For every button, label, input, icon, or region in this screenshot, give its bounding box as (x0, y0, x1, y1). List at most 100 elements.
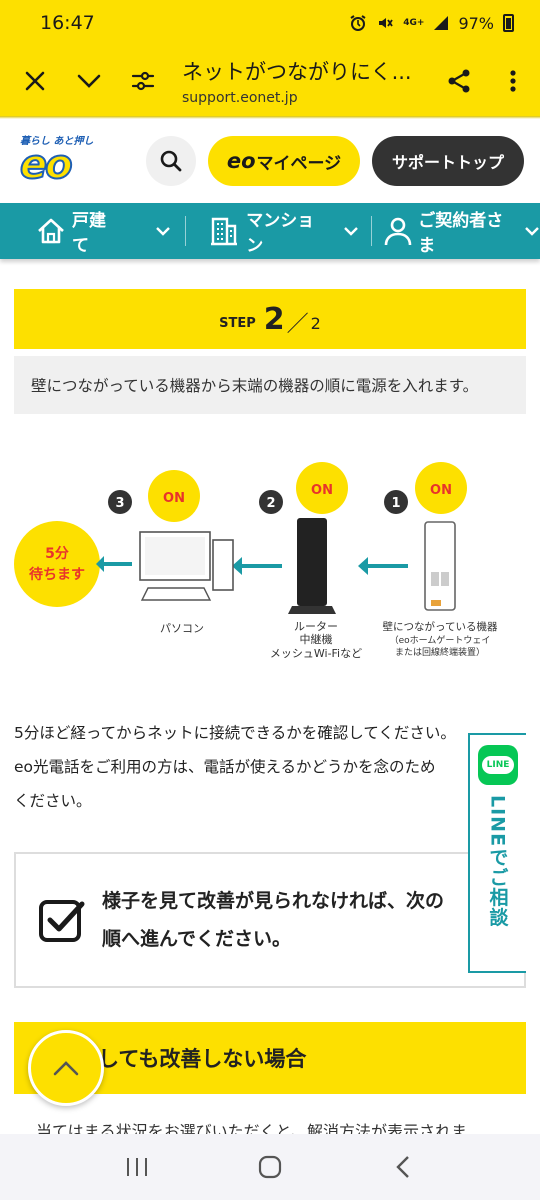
step2-label2: 中継機 (300, 632, 333, 646)
system-nav-bar (0, 1134, 540, 1200)
more-vert-icon (510, 70, 516, 92)
logo-tagline: 暮らし あと押し (20, 136, 94, 147)
mypage-label: マイページ (256, 153, 342, 174)
nav-label-house: 戸建て (72, 211, 106, 256)
step2-router: 2 ON ルーター 中継機 メッシュWi-Fiなど (259, 462, 362, 660)
step2-label1: ルーター (294, 620, 338, 633)
step2-on: ON (311, 483, 333, 498)
recent-apps-icon (126, 1158, 147, 1176)
paragraph-line: 5分ほど経ってからネットに接続できるかを確認してください。 (14, 724, 456, 742)
step-total: 2 (310, 313, 321, 333)
step1-number: 1 (391, 496, 400, 511)
scroll-to-top-button[interactable] (28, 1030, 104, 1106)
network-type: 4G+ (403, 17, 425, 28)
close-icon (25, 71, 45, 91)
nav-item-member[interactable]: ご契約者さま (372, 203, 540, 259)
step3-pc: 3 ON パソコン (108, 470, 234, 635)
checkbox-icon (39, 900, 85, 942)
page-url: support.eonet.jp (182, 90, 298, 106)
step1-label3: または回線終端装置） (395, 646, 485, 658)
step3-label: パソコン (160, 622, 204, 635)
step-current: 2 (263, 301, 285, 337)
step-slash: ／ (286, 312, 309, 337)
eo-logo[interactable]: 暮らし あと押し eo (19, 132, 112, 190)
line-logo-icon: LINE (478, 745, 518, 785)
wait-badge: 5分 待ちます (14, 521, 100, 607)
main-nav: 戸建て マンション ご契約者さま (0, 203, 540, 259)
nav-label-member: ご契約者さま (418, 211, 504, 256)
advice-box: 様子を見て改善が見られなければ、次の 順へ進んでください。 (14, 852, 526, 988)
close-tab-button[interactable] (8, 54, 62, 108)
status-bar: 16:47 4G+ 97% (0, 0, 540, 46)
arrow-left-icon (96, 556, 132, 572)
arrow-left-icon (358, 557, 408, 575)
advice-line2: 順へ進んでください。 (102, 928, 292, 950)
person-icon (384, 217, 412, 246)
wait-line1: 5分 (45, 546, 69, 562)
step3-on: ON (163, 491, 185, 506)
advice-line1: 様子を見て改善が見られなければ、次の (102, 890, 445, 912)
signal-icon (434, 16, 449, 30)
instruction-paragraph: 5分ほど経ってからネットに接続できるかを確認してください。 eo光電話をご利用の… (14, 716, 484, 818)
building-icon (211, 217, 238, 246)
mypage-prefix: eo (226, 149, 256, 173)
browser-toolbar: ネットがつながりにく... support.eonet.jp (0, 46, 540, 119)
home-button[interactable] (240, 1142, 300, 1192)
chevron-up-icon (53, 1061, 79, 1076)
nav-divider (371, 216, 373, 246)
home-icon (258, 1155, 282, 1179)
page-title: ネットがつながりにく... (182, 60, 412, 84)
flow-arrows (96, 556, 408, 575)
page-title-area[interactable]: ネットがつながりにく... support.eonet.jp (170, 56, 432, 106)
nav-label-mansion: マンション (246, 211, 315, 256)
step2-number: 2 (266, 496, 275, 511)
house-icon (38, 218, 64, 244)
line-consult-label: LINEでご相談 (486, 795, 509, 928)
nav-item-mansion[interactable]: マンション (186, 203, 359, 259)
advice-text: 様子を見て改善が見られなければ、次の 順へ進んでください。 (102, 882, 472, 958)
line-badge-text: LINE (481, 756, 515, 774)
chevron-down-icon (156, 227, 171, 236)
wait-line2: 待ちます (29, 566, 85, 583)
recent-apps-button[interactable] (107, 1142, 167, 1192)
mute-icon (379, 18, 393, 28)
power-on-diagram: 5分 待ちます 3 ON パソコン 2 ON ルーター 中継機 メッシュWi-F… (14, 462, 498, 660)
step1-onu: 1 ON 壁につながっている機器 （eoホームゲートウェイ または回線終端装置） (383, 462, 498, 658)
share-button[interactable] (432, 54, 486, 108)
paragraph-line: eo光電話をご利用の方は、電話が使えるかどうかを念のため (14, 758, 436, 776)
site-settings-button[interactable] (116, 54, 170, 108)
battery-percent: 97% (458, 13, 494, 33)
step-banner: STEP 2 ／ 2 (14, 289, 526, 349)
chevron-down-icon (77, 74, 101, 88)
step1-label1: 壁につながっている機器 (383, 620, 498, 633)
minimize-button[interactable] (62, 54, 116, 108)
step1-on: ON (430, 483, 452, 498)
nav-divider (185, 216, 187, 246)
alarm-icon (350, 15, 366, 31)
tune-icon (131, 71, 155, 91)
step-word: STEP (219, 315, 256, 331)
line-consult-tab[interactable]: LINE LINEでご相談 (468, 733, 526, 973)
step1-label2: （eoホームゲートウェイ (390, 634, 491, 646)
more-options-button[interactable] (486, 54, 540, 108)
search-button[interactable] (146, 136, 196, 186)
chevron-down-icon (344, 227, 359, 236)
search-icon (160, 150, 182, 172)
back-icon (396, 1156, 410, 1178)
step2-label3: メッシュWi-Fiなど (270, 647, 362, 660)
chevron-down-icon (525, 227, 539, 236)
nav-item-house[interactable]: 戸建て (0, 203, 171, 259)
support-top-button[interactable]: サポートトップ (372, 136, 524, 186)
status-icons: 4G+ 97% (349, 14, 514, 33)
share-icon (448, 69, 470, 93)
logo-mark: eo (19, 142, 74, 188)
paragraph-line: ください。 (14, 792, 92, 810)
status-time: 16:47 (40, 12, 95, 34)
back-button[interactable] (373, 1142, 433, 1192)
battery-icon (503, 14, 514, 32)
step3-number: 3 (115, 496, 124, 511)
toolbar-shadow (0, 116, 540, 119)
arrow-left-icon (232, 557, 282, 575)
